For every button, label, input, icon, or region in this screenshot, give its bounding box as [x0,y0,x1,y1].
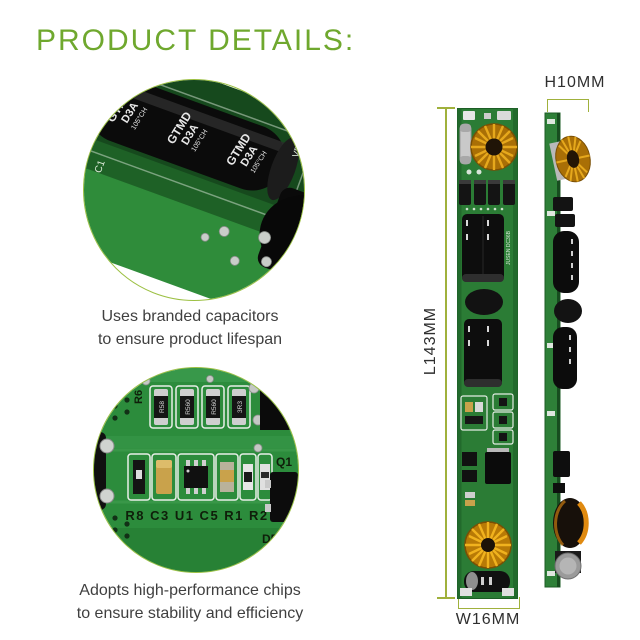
capacitor-photo: GTMD D3A 105°CH GTMD D3A 105°CH GTMD D3A… [84,80,304,300]
caption-line: Uses branded capacitors [101,308,279,325]
width-dimension-bracket [458,597,520,609]
edge-component [94,432,115,510]
smd-resistor-row: R58 R560 R560 3R3 [149,385,251,429]
silkscreen-q1: Q1 [276,455,292,469]
smd-cluster [460,393,514,445]
length-dimension-label: L143MM [422,306,439,376]
driver-board-side-view [541,111,593,594]
top-pads [463,111,511,120]
capacitor-side-2 [553,327,577,389]
length-dimension-cap-bottom [437,597,455,599]
smd-component-row [127,453,273,501]
silkscreen-dots [465,207,504,211]
toroid-inductor-bottom [464,521,512,569]
feature-caption-chips: Adopts high-performance chips to ensure … [20,579,360,625]
edge-pads [547,119,555,576]
silkscreen-r6: R6 [133,390,145,404]
electrolytic-capacitor-body [88,80,286,191]
toroid-side-bottom [553,498,589,548]
silkscreen-component-row: R8 C3 U1 C5 R1 R2 [125,508,268,523]
page-title: PRODUCT DETAILS: [36,24,356,57]
toroid-inductor-top [470,123,518,171]
round-capacitor-side [554,299,582,323]
diode-row [459,180,515,205]
capacitor-side-1 [553,231,579,293]
caption-line: to ensure stability and efficiency [76,605,304,622]
transistor-q1-body [260,372,298,430]
bottom-capacitor [464,571,510,592]
silkscreen-c1: C1 [93,158,108,174]
capacitor-block-2 [464,319,502,387]
length-dimension-line [445,108,447,598]
transistors [462,448,511,484]
silkscreen-board-model: JUSEN DC36B [506,230,512,265]
pcb-strip-tilted: GTMD D3A 105°CH GTMD D3A 105°CH GTMD D3A… [84,80,304,300]
svg-text:R560: R560 [185,399,192,415]
svg-text:R58: R58 [159,401,166,413]
length-dimension-cap-top [437,107,455,109]
capacitor-photo-circle: GTMD D3A 105°CH GTMD D3A 105°CH GTMD D3A… [83,79,305,301]
silkscreen-d5: D5 [262,532,278,546]
capacitor-block-1 [462,214,504,282]
ic-u1 [184,460,208,494]
round-capacitor [465,289,503,315]
toroid-side [549,135,591,183]
cylindrical-capacitor-side [554,551,582,580]
height-dimension-bracket [547,99,589,112]
driver-board-front-view: JUSEN DC36B [457,108,518,604]
transistor-side [553,451,570,493]
solder-joints [200,226,272,268]
chips-photo-circle: R6 [93,367,299,573]
feature-caption-capacitors: Uses branded capacitors to ensure produc… [20,305,360,351]
caption-line: to ensure product lifespan [97,331,283,348]
caption-line: Adopts high-performance chips [79,582,301,599]
chips-photo: R6 [94,368,298,572]
svg-text:3R3: 3R3 [237,401,244,413]
diode-side [553,197,575,227]
fuse [459,123,472,165]
svg-text:R560: R560 [211,399,218,415]
height-dimension-label: H10MM [544,74,606,91]
width-dimension-label: W16MM [455,611,521,628]
